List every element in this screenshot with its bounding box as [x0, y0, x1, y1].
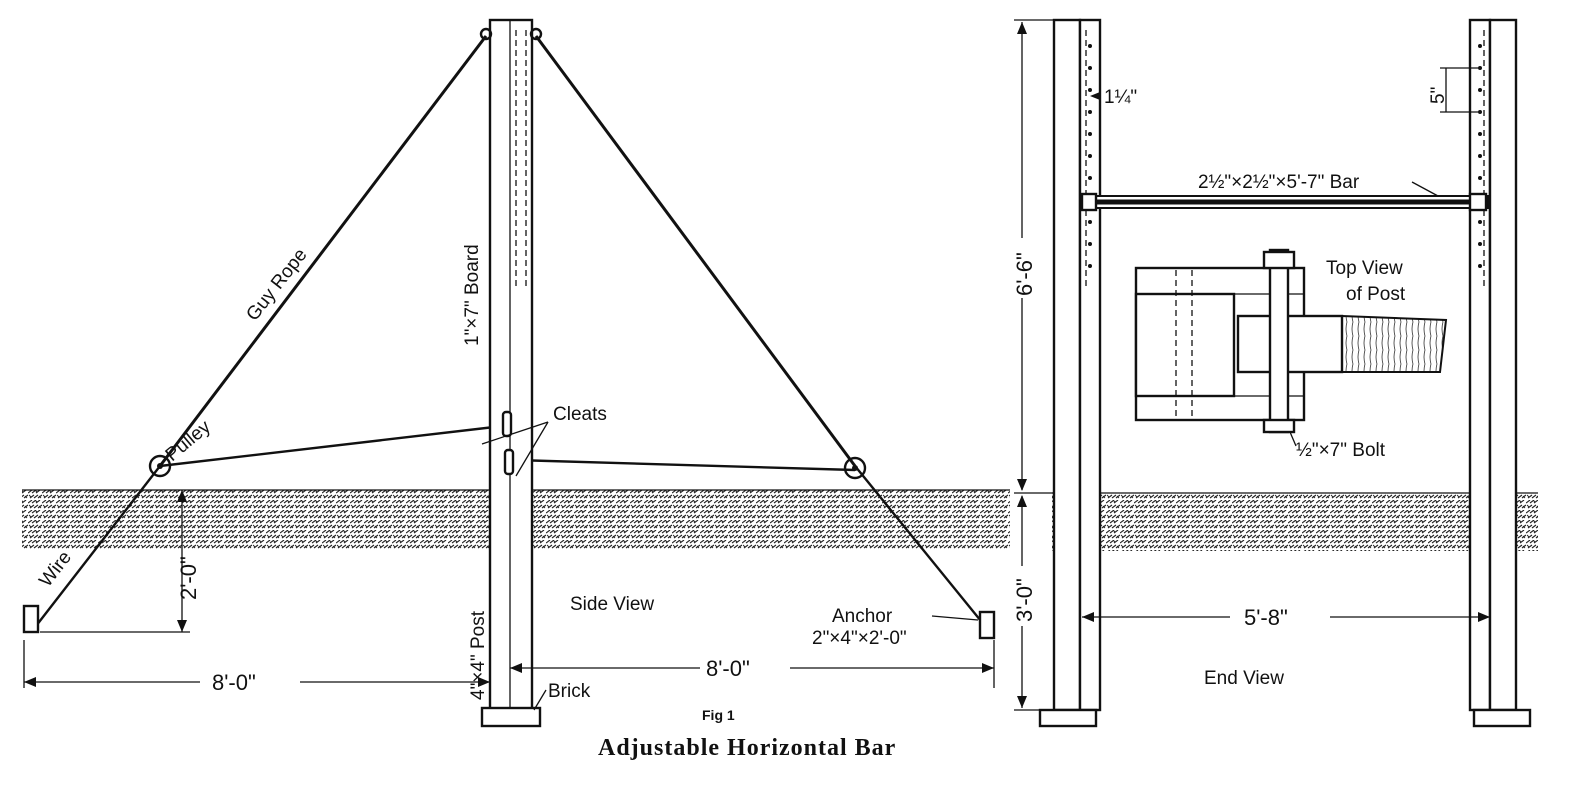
top-view-label-1: Top View	[1326, 258, 1403, 279]
dim-depth-arrow-bottom	[177, 620, 187, 632]
dim-right-arrow-a	[510, 663, 522, 673]
top-view-post-block	[1134, 292, 1236, 398]
end-post-right-holes	[1478, 44, 1482, 268]
top-view-label-2: of Post	[1346, 284, 1406, 305]
top-view-bar-stub	[1341, 314, 1448, 373]
pulley-left	[148, 454, 172, 478]
brick-leader	[533, 689, 547, 711]
end-post-left-holes	[1088, 44, 1092, 268]
dim-below-gap	[1008, 566, 1036, 626]
dim-hole-spacing-label: 5"	[1428, 87, 1449, 104]
anchor-label: Anchor	[832, 606, 893, 627]
top-view-bar-end	[1236, 314, 1344, 374]
board-label: 1"×7" Board	[462, 244, 483, 346]
bolt-label: ½"×7" Bolt	[1296, 440, 1386, 461]
bar-end-left	[1080, 192, 1098, 212]
dim-span-label: 5'-8"	[1244, 605, 1288, 630]
anchor-left	[22, 604, 40, 634]
dim-right-label: 8'-0"	[706, 656, 750, 681]
ground-hatch-end	[1052, 493, 1538, 551]
cleat-lower	[503, 448, 515, 476]
bar-label: 2½"×2½"×5'-7" Bar	[1198, 172, 1360, 193]
dim-depth-arrow-top	[177, 490, 187, 502]
wire-label: Wire	[35, 547, 76, 591]
dim-below-label: 3'-0"	[1012, 578, 1037, 622]
wire-to-cleat-left	[159, 424, 504, 468]
side-view: 2'-0" 8'-0" 8'-0" Guy Rope Pulley Wire 1…	[22, 18, 1010, 728]
wire-left	[35, 465, 161, 627]
anchor-size-label: 2"×4"×2'-0"	[812, 628, 907, 649]
brick-label: Brick	[548, 681, 591, 702]
dim-depth-label: 2'-0"	[176, 556, 201, 600]
pulley-left-hub	[157, 463, 163, 469]
dim-left-label: 8'-0"	[212, 670, 256, 695]
post-label: 4"×4" Post	[468, 610, 489, 700]
end-post-right	[1488, 18, 1518, 712]
dim-below-arrow-bottom	[1017, 696, 1027, 708]
dim-span-arrow-a	[1082, 612, 1094, 622]
top-view-bolt-head	[1262, 418, 1296, 434]
end-view-title: End View	[1204, 668, 1284, 689]
bar-end-right	[1468, 192, 1488, 212]
dim-height-arrow-top	[1017, 22, 1027, 34]
bar-leader	[1411, 181, 1439, 197]
dim-hole-gap-label: 1¼"	[1104, 87, 1137, 108]
figure-caption: Adjustable Horizontal Bar	[598, 735, 896, 761]
wire-right	[854, 465, 986, 627]
cleats-leader-b	[515, 421, 549, 477]
dim-below-arrow-top	[1017, 495, 1027, 507]
guy-rope-right	[534, 35, 857, 467]
guy-rope-left	[158, 35, 488, 467]
end-view: 2½"×2½"×5'-7" Bar 6'-6" 3'-0" 5'-8" 1¼" …	[1008, 18, 1538, 728]
dim-height-arrow-bottom	[1017, 479, 1027, 491]
pulley-label: Pulley	[162, 416, 216, 466]
cleat-upper	[501, 410, 513, 438]
dim-height-label: 6'-6"	[1012, 252, 1037, 296]
end-post-left-base	[1038, 708, 1098, 728]
dim-right-arrow-b	[982, 663, 994, 673]
dim-height-gap	[1008, 238, 1036, 298]
end-post-right-base	[1472, 708, 1532, 728]
top-pulley-right	[529, 27, 543, 41]
pulley-right	[843, 456, 867, 480]
anchor-leader	[931, 615, 979, 621]
bolt-leader	[1289, 431, 1297, 447]
cleats-label: Cleats	[553, 404, 607, 425]
top-view-bolt-nut	[1262, 250, 1296, 270]
dim-span-arrow-b	[1478, 612, 1490, 622]
brick	[480, 706, 542, 728]
top-pulley-left	[479, 27, 493, 41]
fig-number: Fig 1	[702, 707, 735, 723]
top-view-bolt	[1268, 248, 1290, 434]
cleats-leader-a	[481, 421, 549, 445]
end-post-right-board	[1468, 18, 1492, 712]
top-view-of-post: Top View of Post ½"×7" Bolt	[1134, 248, 1448, 461]
side-view-title: Side View	[570, 594, 654, 615]
dim-hole-gap-arrow	[1090, 92, 1100, 100]
wire-to-cleat-right	[514, 458, 856, 472]
end-post-left-board	[1078, 18, 1102, 712]
end-post-left	[1052, 18, 1082, 712]
anchor-right	[978, 610, 996, 640]
dim-left-arrow-a	[24, 677, 36, 687]
dim-left-arrow-b	[478, 677, 490, 687]
pulley-right-hub	[852, 465, 858, 471]
